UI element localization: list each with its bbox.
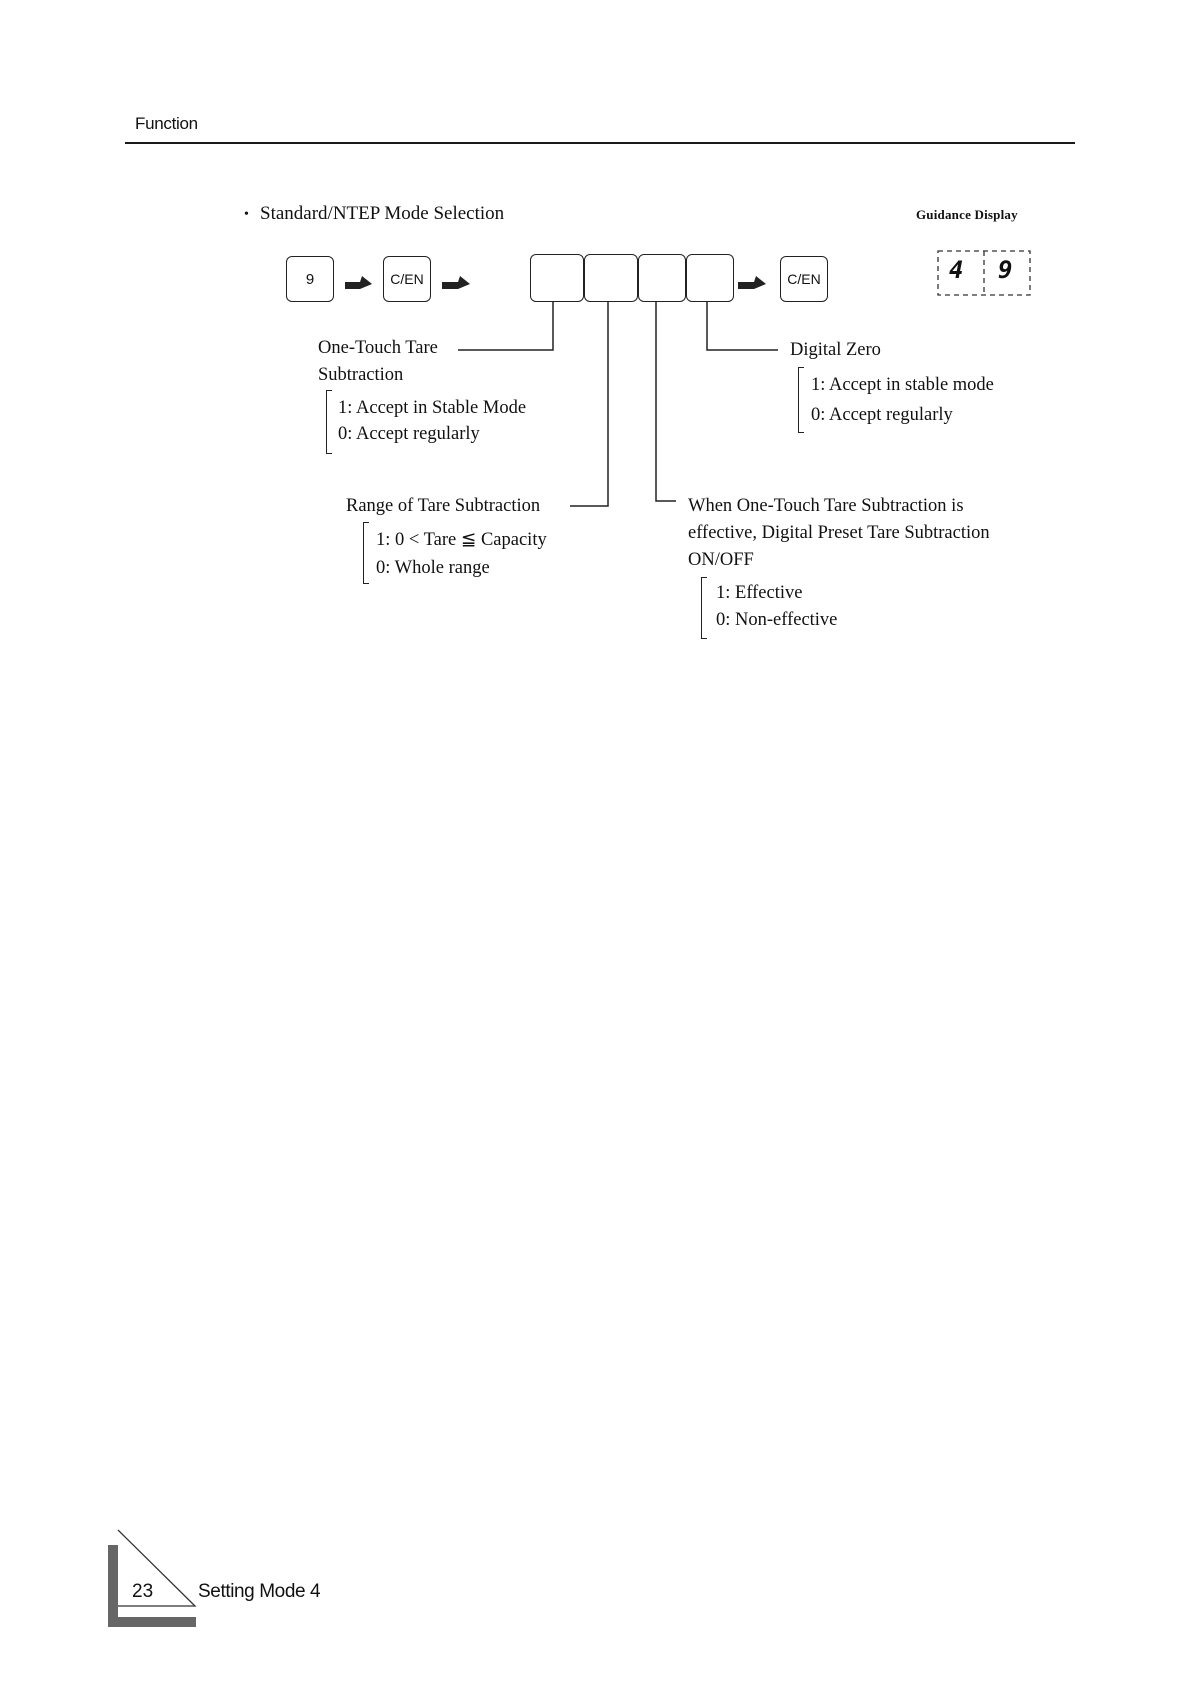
range-bracket xyxy=(363,522,369,584)
guidance-display-frame xyxy=(937,250,1031,296)
preset-label-line1: When One-Touch Tare Subtraction is xyxy=(688,496,964,516)
key-9-button[interactable]: 9 xyxy=(286,256,334,302)
leader-line-preset xyxy=(655,298,676,502)
digit-box-4[interactable] xyxy=(686,254,734,302)
cen-key-button[interactable]: C/EN xyxy=(383,256,431,302)
one-touch-bracket xyxy=(326,390,332,454)
digit-box-2[interactable] xyxy=(584,254,638,302)
preset-option-1: 1: Effective xyxy=(716,583,803,603)
page-header-title: Function xyxy=(135,114,198,133)
section-title: Standard/NTEP Mode Selection xyxy=(260,203,505,224)
preset-label-line2: effective, Digital Preset Tare Subtracti… xyxy=(688,523,990,543)
preset-option-0: 0: Non-effective xyxy=(716,610,838,630)
digital-zero-bracket xyxy=(798,367,804,433)
one-touch-label-line1: One-Touch Tare xyxy=(318,338,438,358)
range-option-0: 0: Whole range xyxy=(376,558,490,578)
digit-box-1[interactable] xyxy=(530,254,584,302)
leader-line-digital-zero xyxy=(706,298,778,351)
range-option-1: 1: 0 < Tare ≦ Capacity xyxy=(376,530,547,550)
range-label: Range of Tare Subtraction xyxy=(346,496,541,516)
arrow-icon xyxy=(345,276,372,289)
bullet: • xyxy=(244,207,249,222)
digital-zero-option-1: 1: Accept in stable mode xyxy=(811,375,994,395)
cen-key-confirm-button[interactable]: C/EN xyxy=(780,256,828,302)
one-touch-option-1: 1: Accept in Stable Mode xyxy=(338,398,527,418)
header-rule xyxy=(125,142,1075,144)
leader-line-one-touch xyxy=(458,298,554,351)
guidance-display-title: Guidance Display xyxy=(916,207,1018,222)
guidance-digit-2: 9 xyxy=(998,256,1013,284)
page-number: 23 xyxy=(132,1581,154,1602)
preset-label-line3: ON/OFF xyxy=(688,550,754,570)
guidance-digit-1: 4 xyxy=(949,256,964,284)
one-touch-label-line2: Subtraction xyxy=(318,365,404,385)
digit-box-3[interactable] xyxy=(638,254,686,302)
page-corner-triangle xyxy=(108,1529,197,1627)
preset-bracket xyxy=(701,577,707,639)
arrow-icon xyxy=(738,276,766,289)
digital-zero-option-0: 0: Accept regularly xyxy=(811,405,953,425)
one-touch-option-0: 0: Accept regularly xyxy=(338,424,480,444)
footer-section-label: Setting Mode 4 xyxy=(198,1581,321,1602)
leader-line-range xyxy=(570,298,609,507)
digital-zero-label: Digital Zero xyxy=(790,340,881,360)
arrow-icon xyxy=(442,276,470,289)
